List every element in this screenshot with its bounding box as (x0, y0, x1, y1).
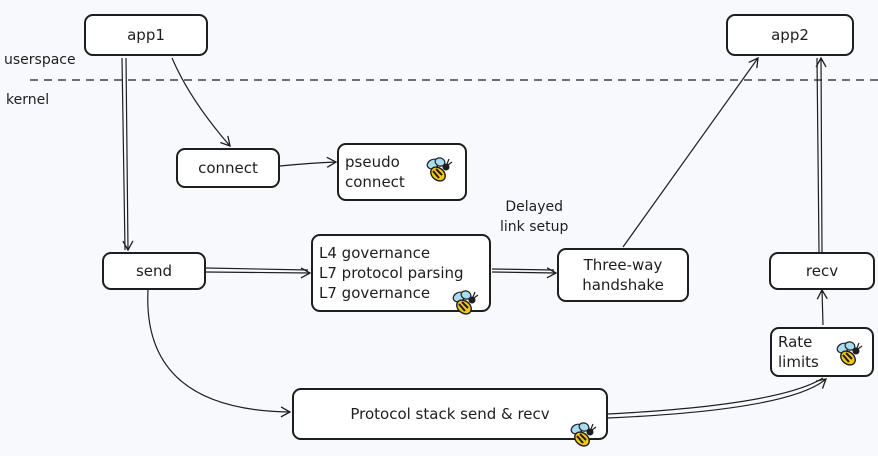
governance-line-3: L7 governance (319, 284, 431, 303)
connect-label: connect (198, 158, 258, 177)
handshake-line-2: handshake (582, 276, 664, 294)
kernel-label: kernel (6, 92, 50, 108)
app1-node: app1 (84, 14, 208, 56)
bee-icon (570, 422, 597, 447)
pseudo-connect-line-2: connect (345, 173, 405, 191)
arrow-send-to-governance (205, 267, 312, 279)
app2-label: app2 (771, 25, 809, 44)
arrow-send-to-protocol-stack (147, 289, 292, 418)
rate-limits-line-1: Rate (778, 332, 813, 351)
arrow-handshake-to-app2 (622, 56, 759, 248)
three-way-handshake-node: Three-way handshake (557, 248, 689, 302)
userspace-label: userspace (4, 52, 76, 68)
pseudo-connect-node: pseudo connect (337, 143, 467, 201)
connect-node: connect (176, 148, 280, 188)
protocol-stack-label: Protocol stack send & recv (350, 404, 550, 423)
send-node: send (102, 252, 206, 290)
delayed-label-line-1: Delayed (505, 199, 564, 215)
recv-node: recv (769, 252, 875, 290)
app1-label: app1 (127, 25, 165, 44)
arrow-app1-to-connect (171, 57, 231, 148)
send-label: send (135, 261, 173, 280)
rate-limits-line-2: limits (778, 353, 819, 371)
protocol-stack-node: Protocol stack send & recv (292, 388, 608, 440)
arrow-recv-to-app2 (815, 56, 827, 253)
pseudo-connect-line-1: pseudo (345, 152, 400, 171)
arrow-rate-limits-to-recv (816, 288, 828, 326)
recv-label: recv (805, 261, 839, 280)
delayed-link-setup-label: Delayed link setup (500, 198, 568, 237)
bee-icon (836, 341, 863, 366)
governance-line-1: L4 governance (319, 243, 431, 262)
bee-icon (426, 157, 453, 182)
arrow-connect-to-pseudo-connect (279, 156, 338, 168)
bee-icon (452, 290, 479, 315)
arrow-governance-to-handshake (491, 267, 558, 279)
governance-line-2: L7 protocol parsing (319, 263, 464, 282)
delayed-label-line-2: link setup (500, 218, 569, 235)
handshake-line-1: Three-way (583, 255, 663, 274)
arrow-app1-to-send (121, 57, 134, 252)
arrow-protocol-stack-to-rate-limits (607, 377, 828, 419)
app2-node: app2 (726, 14, 854, 56)
